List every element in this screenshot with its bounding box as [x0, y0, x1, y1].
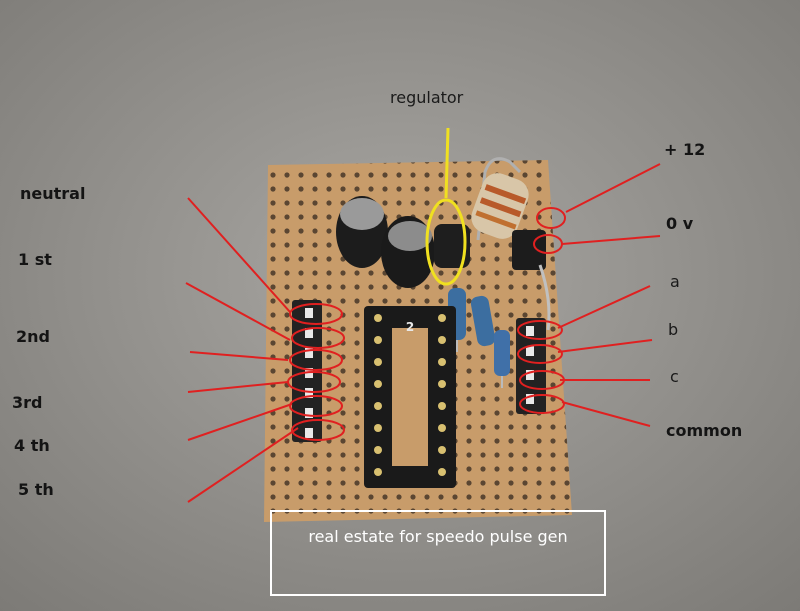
power-resistor — [471, 157, 529, 241]
label-4th: 4 th — [14, 436, 50, 455]
label-2nd: 2nd — [16, 327, 50, 346]
label-c: c — [670, 367, 679, 386]
terminal-block — [512, 230, 546, 270]
capacitor-right — [381, 216, 435, 288]
ic-socket-marking: 2 — [406, 320, 414, 334]
right-header-pins — [516, 318, 546, 414]
regulator-annotation — [425, 127, 467, 286]
label-neutral: neutral — [20, 184, 86, 203]
left-pin-annotations — [185, 197, 345, 503]
caption-box: real estate for speedo pulse gen — [270, 510, 606, 596]
label-5th: 5 th — [18, 480, 54, 499]
label-regulator: regulator — [390, 88, 464, 107]
label-plus12: + 12 — [664, 140, 706, 159]
label-3rd: 3rd — [12, 393, 43, 412]
left-header-pins — [292, 300, 322, 442]
right-pin-annotations — [517, 163, 661, 427]
wire-lead — [538, 264, 551, 331]
label-0v: 0 v — [666, 214, 694, 233]
ic-socket: 2 — [364, 306, 456, 488]
capacitor-left — [336, 196, 388, 268]
label-common: common — [666, 421, 743, 440]
regulator-component — [434, 224, 470, 268]
label-a: a — [670, 272, 680, 291]
label-1st: 1 st — [18, 250, 52, 269]
caption-text: real estate for speedo pulse gen — [308, 527, 568, 546]
label-b: b — [668, 320, 679, 339]
